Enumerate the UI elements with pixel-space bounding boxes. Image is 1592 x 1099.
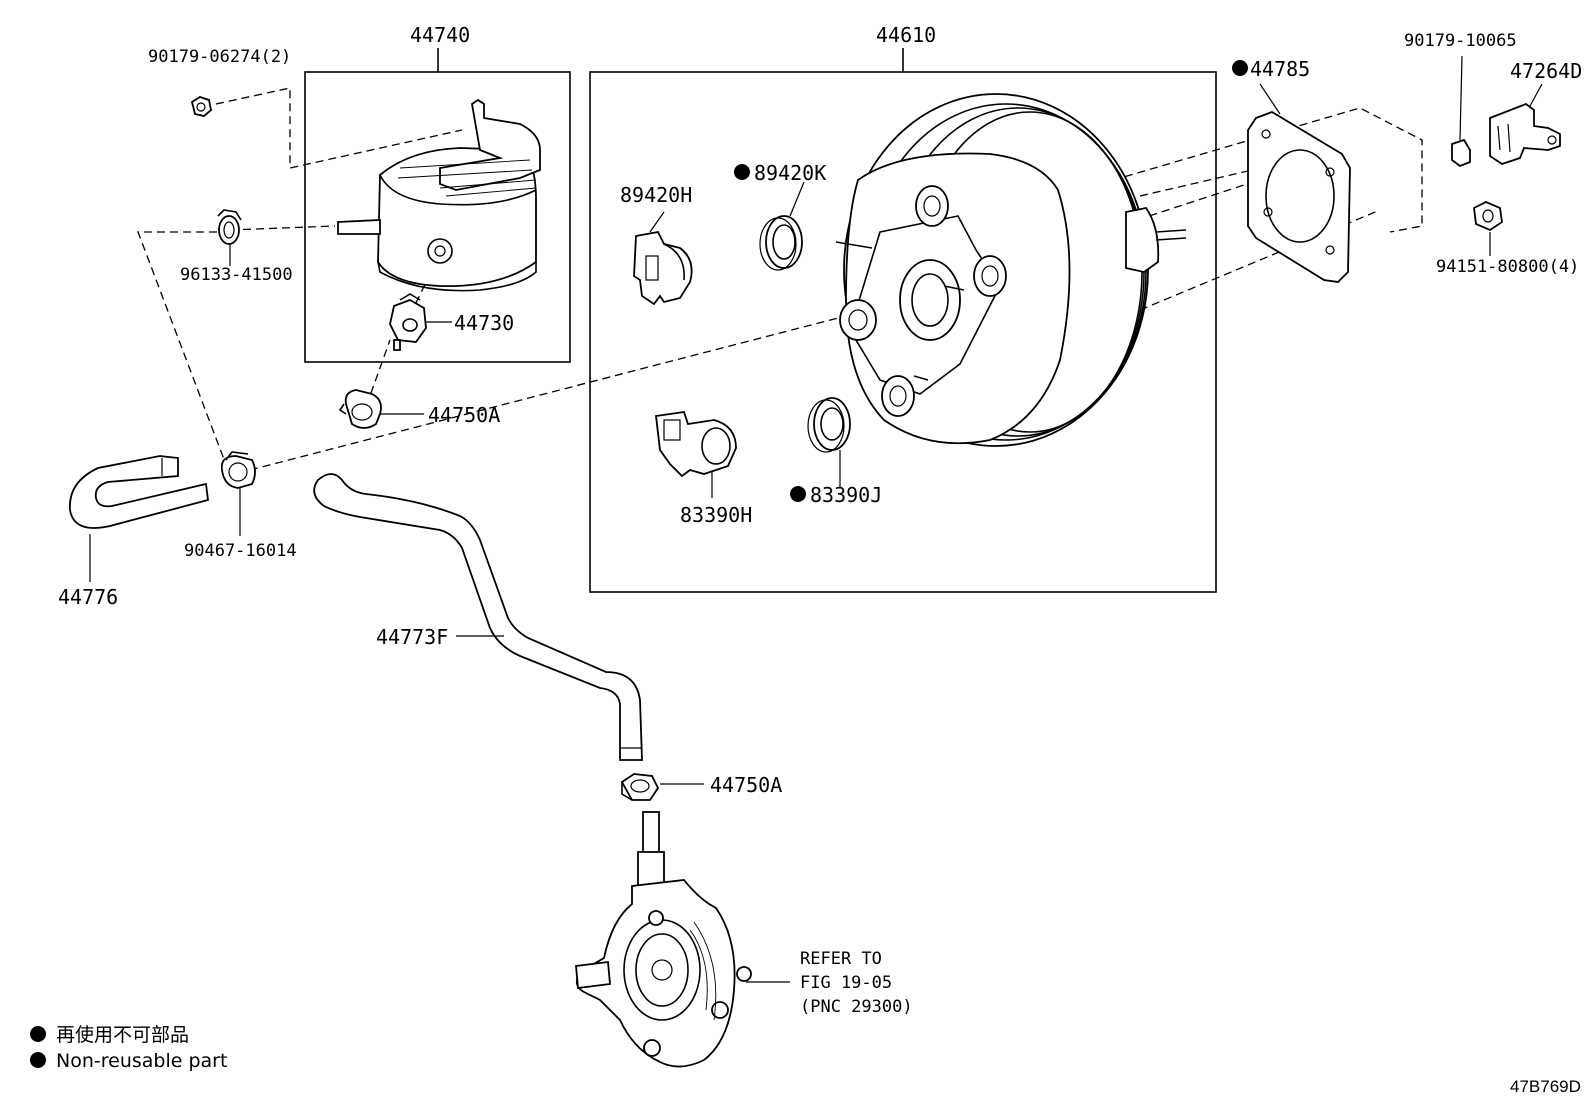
- label-44750a-bottom: 44750A: [710, 773, 782, 797]
- reference-line-2: FIG 19-05: [800, 973, 892, 993]
- figure-id: 47B769D: [1510, 1077, 1581, 1096]
- sensor-89420h[interactable]: [633, 230, 693, 306]
- reference-line-3: (PNC 29300): [800, 997, 913, 1017]
- hose-44776[interactable]: [69, 455, 209, 529]
- label-44740: 44740: [410, 23, 470, 47]
- legend-marker-japanese: [30, 1026, 46, 1042]
- label-44776: 44776: [58, 585, 118, 609]
- clip-96133-41500[interactable]: [217, 209, 242, 245]
- vacuum-pump[interactable]: [575, 811, 752, 1068]
- nut-90179-10065[interactable]: [1451, 138, 1471, 168]
- label-89420k: 89420K: [754, 161, 826, 185]
- bracket-47264d[interactable]: [1489, 102, 1561, 165]
- clamp-44750a-top[interactable]: [338, 389, 382, 429]
- label-44730: 44730: [454, 311, 514, 335]
- label-90179-10065: 90179-10065: [1404, 31, 1517, 51]
- check-valve-44730[interactable]: [389, 293, 427, 351]
- label-90179-06274: 90179-06274(2): [148, 47, 291, 67]
- label-44773f: 44773F: [376, 625, 448, 649]
- label-90467-16014: 90467-16014: [184, 541, 297, 561]
- non-reusable-marker-44785: [1232, 60, 1248, 76]
- nut-90179-06274[interactable]: [190, 96, 212, 117]
- label-47264d: 47264D: [1510, 59, 1582, 83]
- clip-90467-16014[interactable]: [220, 451, 256, 489]
- non-reusable-marker-89420k: [734, 164, 750, 180]
- label-96133-41500: 96133-41500: [180, 265, 293, 285]
- label-89420h: 89420H: [620, 183, 692, 207]
- leader-lines: [89, 55, 1543, 983]
- label-44610: 44610: [876, 23, 936, 47]
- reference-line-1: REFER TO: [800, 949, 882, 969]
- label-44785: 44785: [1250, 57, 1310, 81]
- assembly-dashed-lines: [137, 87, 1423, 471]
- clamp-44750a-bottom[interactable]: [620, 773, 660, 801]
- legend-marker-english: [30, 1052, 46, 1068]
- canister-44740[interactable]: [337, 98, 541, 292]
- label-83390h: 83390H: [680, 503, 752, 527]
- label-94151-80800: 94151-80800(4): [1436, 257, 1579, 277]
- sensor-83390h[interactable]: [655, 411, 737, 478]
- non-reusable-marker-83390j: [790, 486, 806, 502]
- label-83390j: 83390J: [810, 483, 882, 507]
- brake-booster-44610[interactable]: [835, 93, 1187, 447]
- legend-japanese: 再使用不可部品: [56, 1024, 189, 1046]
- legend-english: Non-reusable part: [56, 1050, 227, 1072]
- nut-94151-80800[interactable]: [1473, 201, 1503, 232]
- seal-89420k[interactable]: [759, 215, 803, 271]
- label-44750a-top: 44750A: [428, 403, 500, 427]
- gasket-44785[interactable]: [1247, 111, 1351, 283]
- hose-44773f[interactable]: [313, 473, 643, 761]
- grommet-83390j[interactable]: [807, 397, 851, 453]
